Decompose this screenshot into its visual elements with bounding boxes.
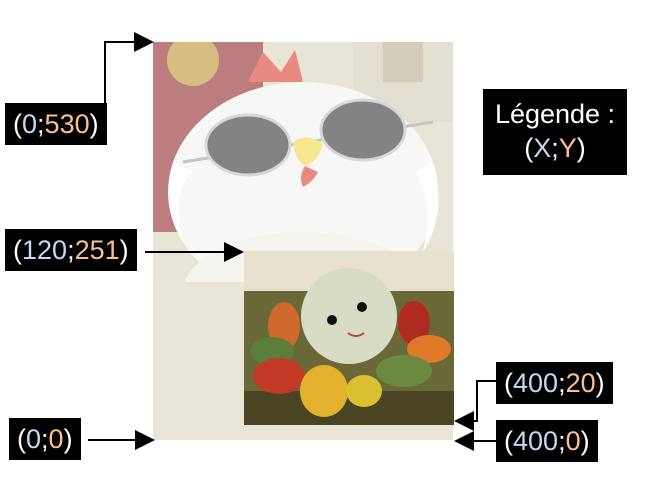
x-value: 400 xyxy=(513,426,559,456)
x-value: 400 xyxy=(513,368,559,398)
cropped-photo xyxy=(244,251,454,425)
legend-box: Légende : (X;Y) xyxy=(483,89,627,175)
legend-y: Y xyxy=(558,133,577,163)
y-value: 0 xyxy=(48,424,64,454)
arrow-top-left xyxy=(104,32,154,103)
label-bottom-right-corner: (400;0) xyxy=(496,420,598,462)
x-value: 0 xyxy=(26,424,42,454)
label-crop-bottom-right: (400;20) xyxy=(496,362,613,404)
x-value: 120 xyxy=(22,235,68,265)
legend-title: Légende : xyxy=(494,99,616,129)
y-value: 530 xyxy=(44,109,90,139)
arrow-crop-bottom xyxy=(454,380,496,431)
x-value: 0 xyxy=(22,109,38,139)
label-top-left-corner: (0;530) xyxy=(5,103,107,145)
y-value: 0 xyxy=(565,426,581,456)
y-value: 20 xyxy=(565,368,596,398)
legend-key: (X;Y) xyxy=(524,133,586,163)
crochet-octopus-photo xyxy=(244,251,454,425)
label-origin: (0;0) xyxy=(9,418,81,460)
plush-chicken-photo xyxy=(153,42,453,440)
legend-x: X xyxy=(533,133,552,163)
y-value: 251 xyxy=(74,235,120,265)
label-crop-corner: (120;251) xyxy=(5,229,137,271)
full-photo xyxy=(153,42,453,440)
